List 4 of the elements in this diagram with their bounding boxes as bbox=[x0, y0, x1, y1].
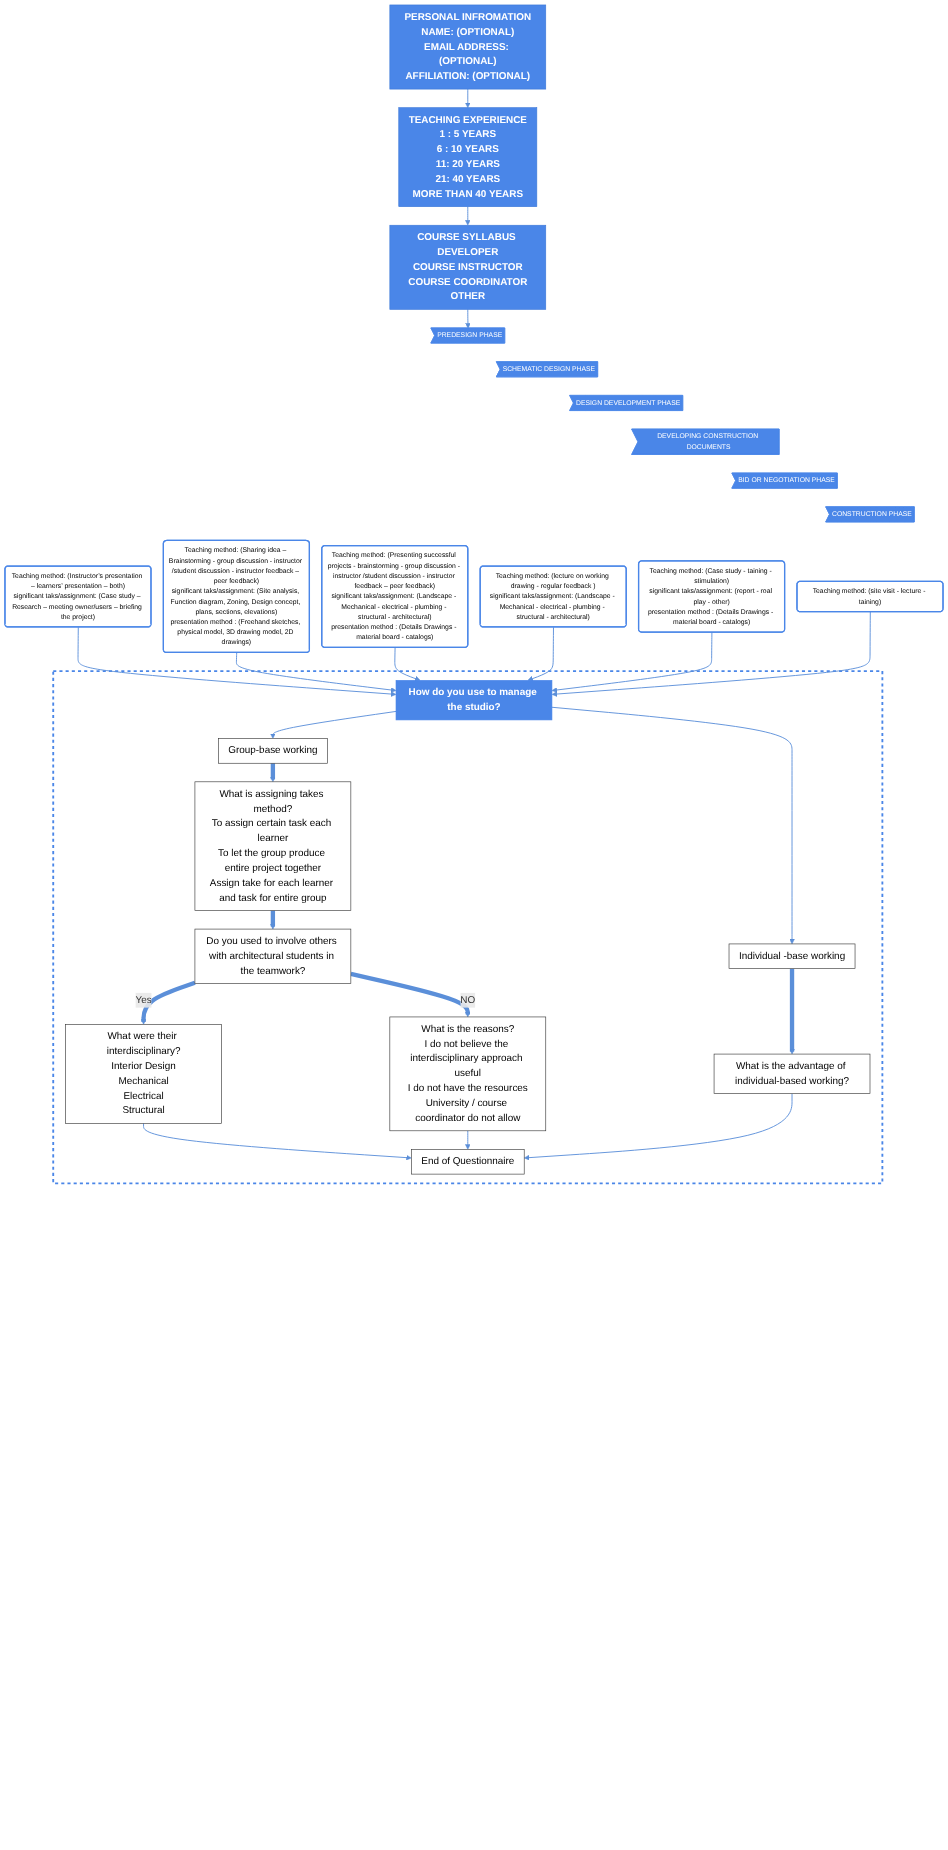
arrow bbox=[140, 980, 196, 1025]
arrow bbox=[350, 971, 471, 1018]
arrow bbox=[789, 968, 795, 1055]
cluster bbox=[52, 670, 884, 1185]
